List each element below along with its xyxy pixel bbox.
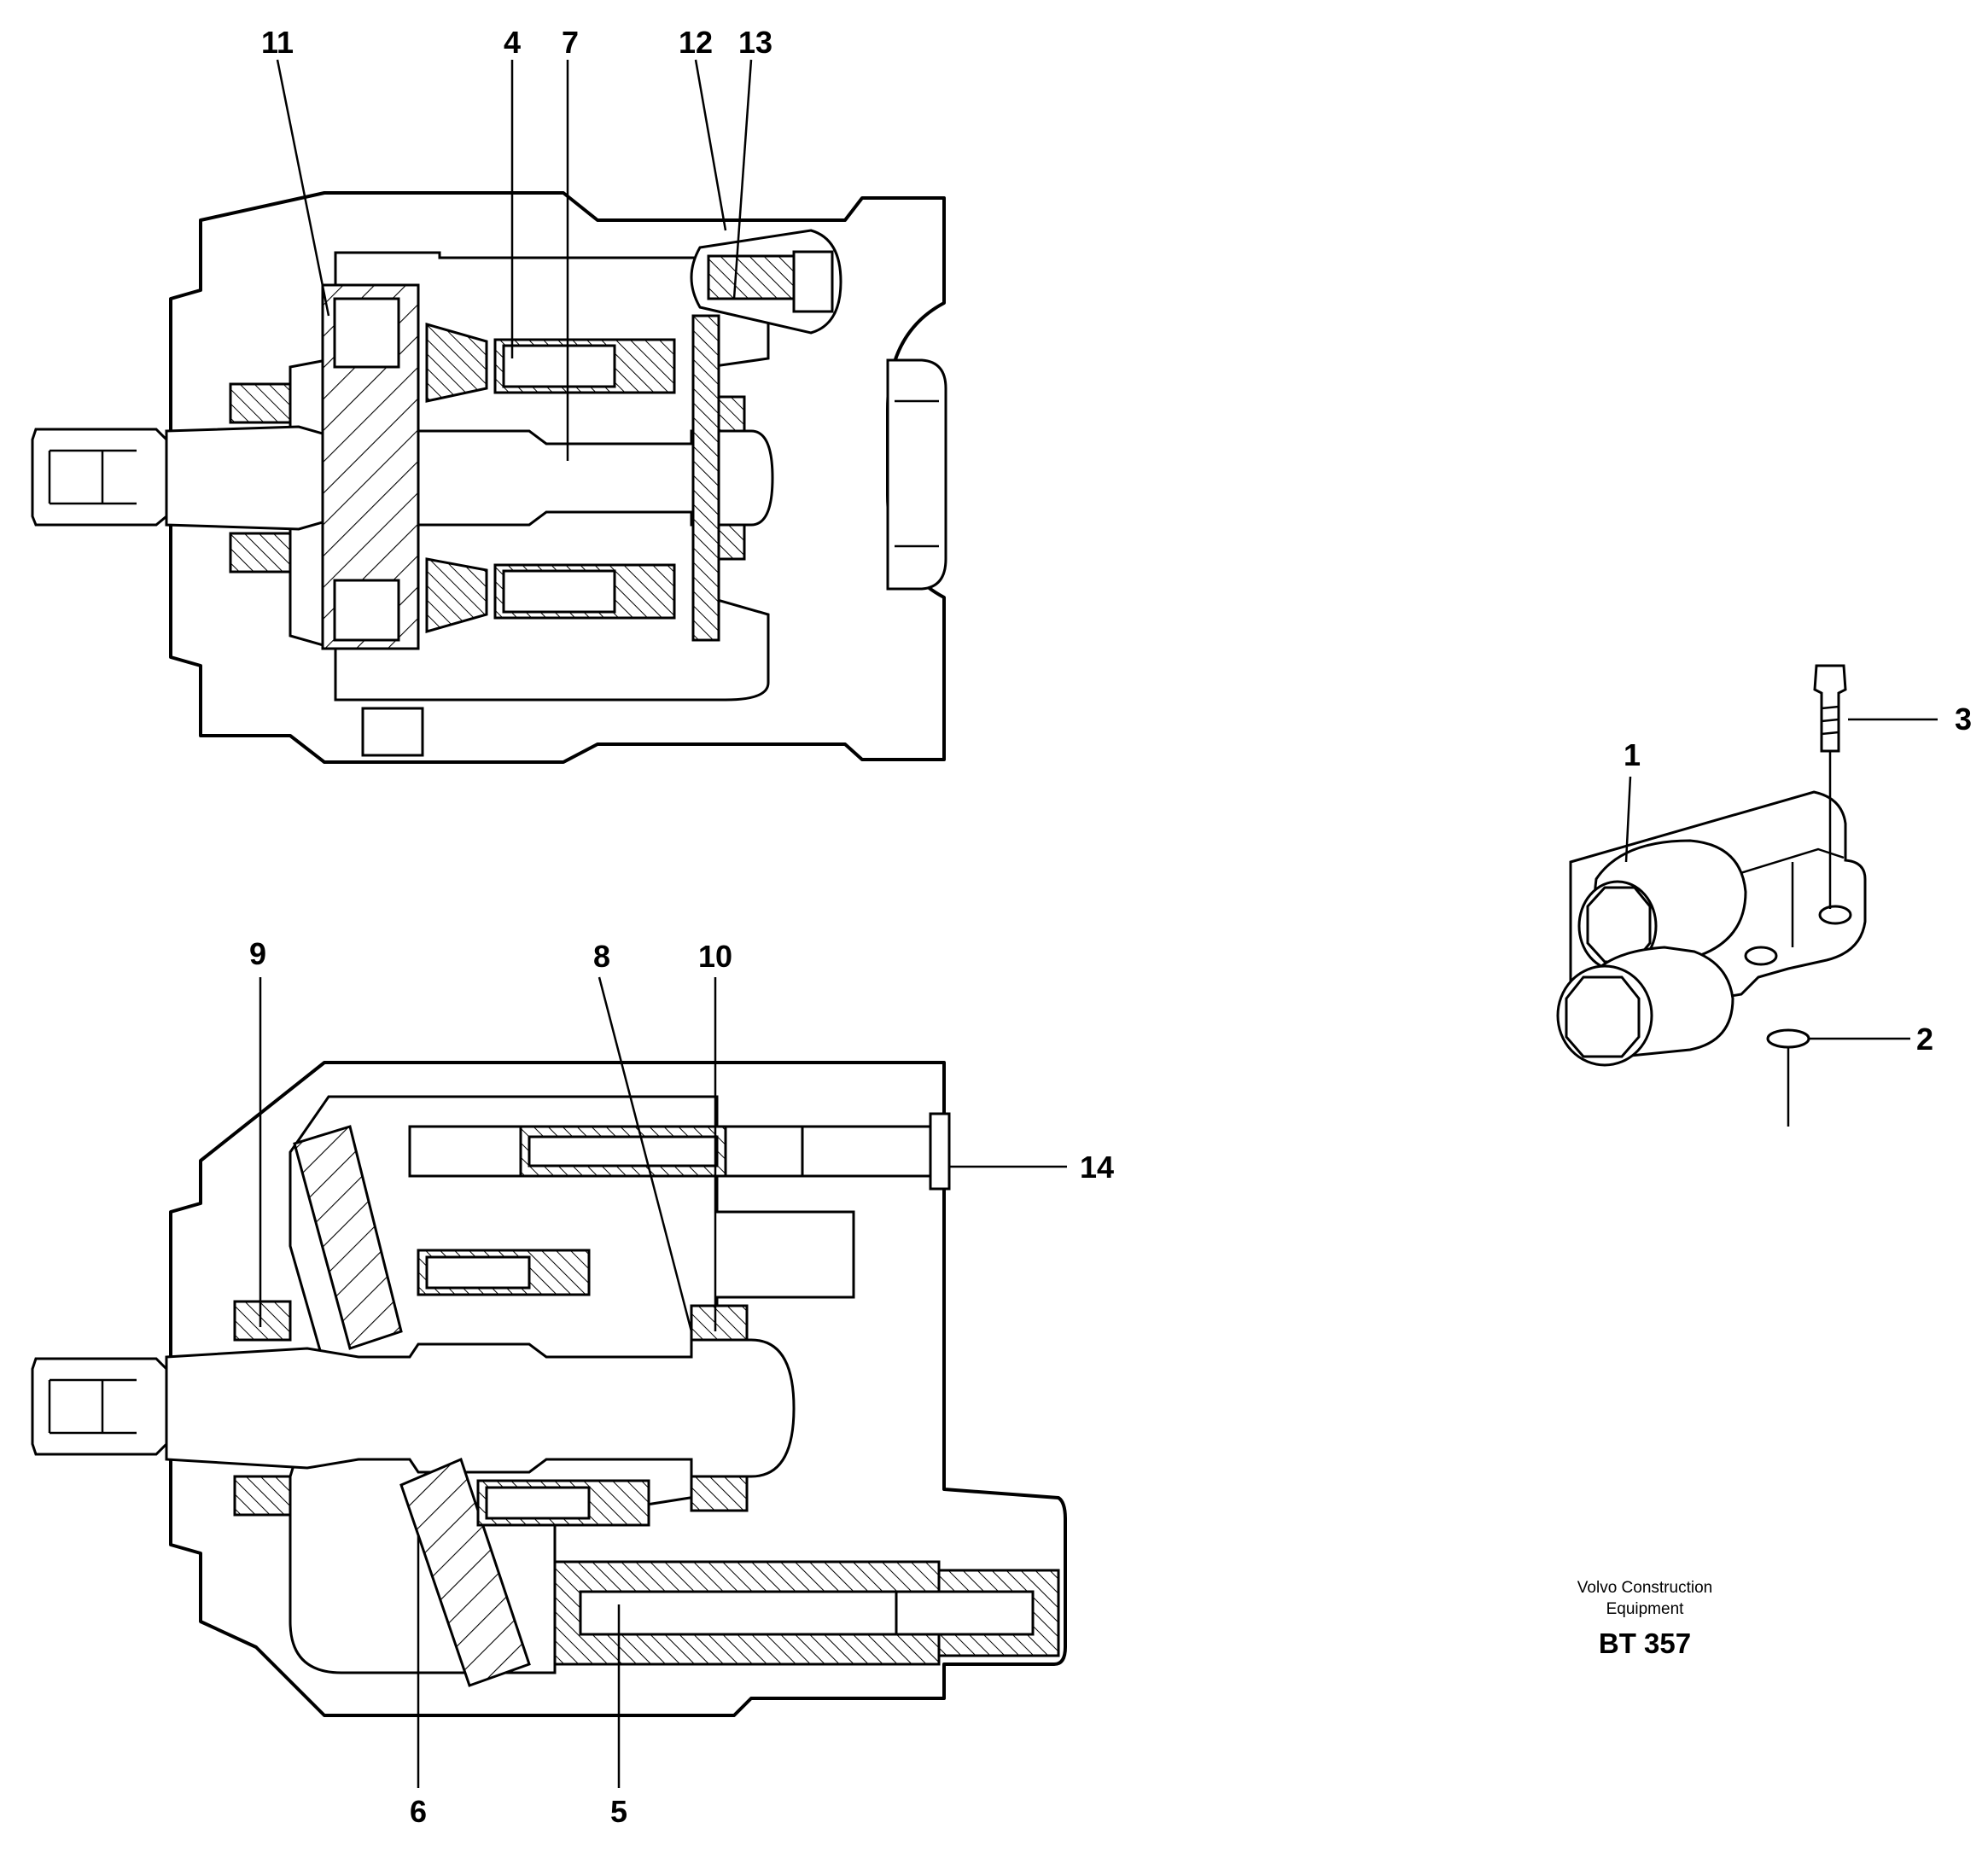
callout-13: 13 [738, 25, 772, 60]
swash-plate-lower [399, 1457, 531, 1687]
drawing-code: BT 357 [1599, 1628, 1691, 1659]
swash-plate-bottom [293, 1125, 403, 1350]
shaft-end-bottom [31, 1357, 168, 1456]
bearing-left-bot [229, 532, 292, 574]
callout-5: 5 [610, 1794, 627, 1829]
callout-8: 8 [593, 939, 610, 974]
bearing-10-top [690, 1304, 749, 1342]
plug-body [707, 254, 796, 300]
callout-9: 9 [249, 936, 266, 971]
housing-bottom [169, 1061, 1067, 1717]
callout-3: 3 [1955, 702, 1972, 737]
servo-rod [895, 1590, 1035, 1636]
callouts: 11 4 7 12 13 1 3 2 9 8 10 14 6 5 [249, 25, 1972, 1829]
bearing-9-top [233, 1300, 292, 1342]
bearing-9-bot [233, 1475, 292, 1517]
piston-bore [485, 1486, 591, 1520]
main-shaft-bottom [165, 1338, 796, 1478]
callout-12: 12 [679, 25, 713, 60]
credit-block: Volvo Construction Equipment BT 357 [1577, 1579, 1712, 1659]
leader-1 [1624, 776, 1632, 863]
pump-section-top [31, 191, 947, 764]
bearing-left-top [229, 382, 292, 424]
plug-nut [792, 250, 834, 313]
bolt-hole-right [1818, 905, 1852, 925]
callout-7: 7 [562, 25, 579, 60]
valve-block-iso [1556, 664, 1867, 1127]
shoe-lower [425, 557, 488, 633]
shaft-end-top [31, 428, 168, 527]
main-shaft-top [165, 425, 774, 531]
callout-11: 11 [261, 25, 294, 60]
pump-section-bottom [31, 1061, 1067, 1717]
rod-core [528, 1135, 719, 1168]
screw-thread [1821, 705, 1839, 736]
leader-11 [276, 59, 330, 317]
shoe-upper [425, 323, 488, 403]
leader-12 [694, 59, 727, 231]
slot [333, 579, 400, 642]
o-ring [1766, 1028, 1810, 1049]
leader-8 [598, 976, 693, 1332]
bolt-hole-left [1744, 946, 1778, 966]
valve-plate-top [691, 314, 720, 642]
key-slot [48, 449, 137, 505]
callout-6: 6 [410, 1794, 427, 1829]
callout-1: 1 [1624, 737, 1641, 772]
hex-nut-lower [1565, 975, 1641, 1058]
bearing-10-bot [690, 1475, 749, 1512]
credit-line-1: Volvo Construction [1577, 1579, 1712, 1597]
slot [333, 297, 400, 369]
end-cap-top [886, 358, 947, 591]
rod-end [801, 1125, 932, 1178]
piston-bore [502, 569, 616, 614]
edge-line [1706, 847, 1845, 885]
leader-lines [259, 59, 1938, 1788]
key-slot [48, 1378, 137, 1435]
credit-line-2: Equipment [1606, 1600, 1685, 1618]
swash-plate-top [321, 283, 420, 650]
piston-bore [502, 344, 616, 388]
callout-14: 14 [1080, 1150, 1114, 1185]
callout-4: 4 [504, 25, 521, 60]
leader-13 [732, 59, 753, 300]
callout-10: 10 [698, 939, 732, 974]
piston-bore [425, 1255, 531, 1290]
end-plug-14 [929, 1112, 951, 1191]
callout-2: 2 [1916, 1022, 1933, 1057]
drain-slot [361, 707, 424, 757]
hex-nut-upper [1586, 886, 1652, 964]
